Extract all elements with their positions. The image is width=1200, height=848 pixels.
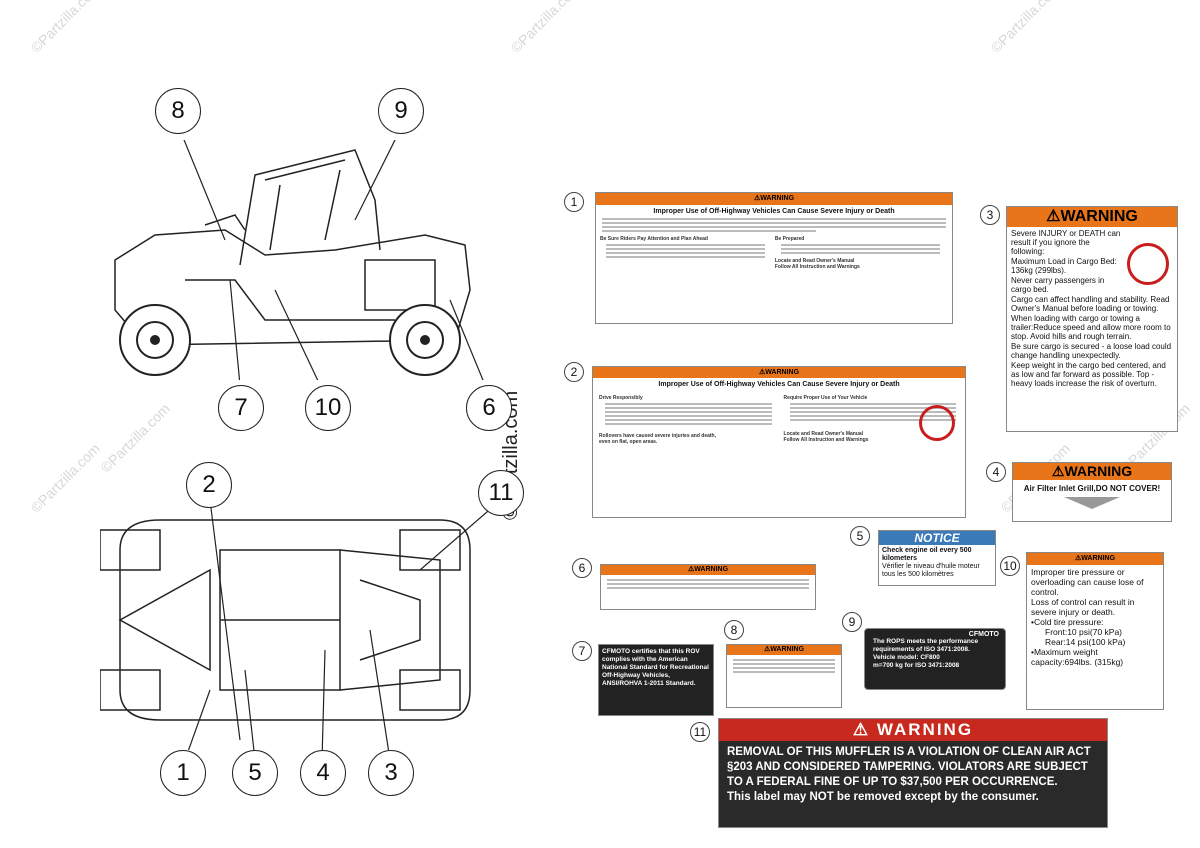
label-heading: Improper Use of Off-Highway Vehicles Can…: [653, 208, 895, 215]
watermark: ©Partzilla.com: [27, 440, 103, 516]
callout-7: 7: [218, 385, 264, 431]
label-1-number: 1: [564, 192, 584, 212]
warning-label-8: ⚠WARNING: [726, 644, 842, 708]
right-heading: Require Proper Use of Your Vehicle: [783, 395, 868, 401]
warning-bar: ⚠WARNING: [727, 645, 841, 655]
footer-2: Follow All Instruction and Warnings: [783, 437, 869, 443]
label-line-2: §203 AND CONSIDERED TAMPERING. VIOLATORS…: [727, 761, 1088, 773]
no-passenger-icon: [919, 405, 955, 441]
label-line-2: Vehicle model: CF800: [873, 654, 940, 661]
label-intro: Severe INJURY or DEATH can result if you…: [1011, 229, 1121, 256]
vehicle-side-view: [114, 140, 484, 380]
callout-5: 5: [232, 750, 278, 796]
label-2-number: 2: [564, 362, 584, 382]
cert-label-7: CFMOTO certifies that this ROV complies …: [598, 644, 714, 716]
label-line-2: Loss of control can result in severe inj…: [1031, 597, 1135, 617]
item-4: When loading with cargo or towing a trai…: [1011, 314, 1171, 341]
warning-label-4: ⚠WARNING Air Filter Inlet Grill,DO NOT C…: [1012, 462, 1172, 522]
warning-label-11: ⚠ WARNING REMOVAL OF THIS MUFFLER IS A V…: [718, 718, 1108, 828]
warning-bar: ⚠WARNING: [596, 193, 952, 205]
no-cargo-passenger-icon: [1127, 243, 1169, 285]
right-heading: Be Prepared: [774, 236, 805, 242]
callout-8: 8: [155, 88, 201, 134]
warning-label-10: ⚠WARNING Improper tire pressure or overl…: [1026, 552, 1164, 710]
item-3: Cargo can affect handling and stability.…: [1011, 295, 1170, 313]
vehicle-top-view: [100, 499, 496, 750]
label-8-number: 8: [724, 620, 744, 640]
label-line-2: Vérifier le niveau d'huile moteur tous l…: [882, 563, 980, 578]
footer-1: Locate and Read Owner's Manual: [774, 258, 855, 264]
callout-10: 10: [305, 385, 351, 431]
arrow-down-icon: [1064, 497, 1120, 509]
callout-6: 6: [466, 385, 512, 431]
label-4-number: 4: [986, 462, 1006, 482]
warning-bar: ⚠WARNING: [593, 367, 965, 378]
label-line-3: m=700 kg for ISO 3471:2008: [873, 662, 960, 669]
item-1: Maximum Load in Cargo Bed: 136kg (299lbs…: [1011, 257, 1117, 275]
watermark: ©Partzilla.com: [97, 400, 173, 476]
watermark: ©Partzilla.com: [507, 0, 583, 56]
label-text: Air Filter Inlet Grill,DO NOT COVER!: [1023, 484, 1161, 493]
warning-triangle-icon: ⚠: [852, 720, 877, 739]
left-heading: Be Sure Riders Pay Attention and Plan Ah…: [600, 236, 708, 242]
label-line-1: REMOVAL OF THIS MUFFLER IS A VIOLATION O…: [727, 746, 1091, 758]
footer-1: Locate and Read Owner's Manual: [783, 431, 864, 437]
label-line-4: Front:10 psi(70 kPa): [1045, 627, 1123, 637]
warning-label-6: ⚠WARNING: [600, 564, 816, 610]
callout-4: 4: [300, 750, 346, 796]
warning-bar: ⚠WARNING: [601, 565, 815, 575]
label-10-number: 10: [1000, 556, 1020, 576]
rollover-text: Rollovers have caused severe injuries an…: [599, 433, 716, 445]
label-line-4: This label may NOT be removed except by …: [727, 791, 1039, 803]
label-6-number: 6: [572, 558, 592, 578]
warning-label-3: ⚠WARNING Severe INJURY or DEATH can resu…: [1006, 206, 1178, 432]
watermark: ©Partzilla.com: [987, 0, 1063, 56]
item-2: Never carry passengers in cargo bed.: [1011, 276, 1105, 294]
notice-bar: NOTICE: [879, 531, 995, 545]
item-6: Keep weight in the cargo bed centered, a…: [1011, 361, 1166, 388]
label-7-number: 7: [572, 641, 592, 661]
warning-label-2: ⚠WARNING Improper Use of Off-Highway Veh…: [592, 366, 966, 518]
left-heading: Drive Responsibly: [599, 395, 643, 401]
warning-bar: ⚠WARNING: [1007, 207, 1177, 227]
warning-label-1: ⚠WARNING Improper Use of Off-Highway Veh…: [595, 192, 953, 324]
label-line-1: Improper tire pressure or overloading ca…: [1031, 567, 1144, 597]
callout-3: 3: [368, 750, 414, 796]
label-line-3: TO A FEDERAL FINE OF UP TO $37,500 PER O…: [727, 776, 1058, 788]
label-line-5: Rear:14 psi(100 kPa): [1045, 637, 1126, 647]
label-11-number: 11: [690, 722, 710, 742]
label-line-1: The ROPS meets the performance requireme…: [873, 638, 979, 653]
label-line-3: •Cold tire pressure:: [1031, 617, 1104, 627]
label-9-number: 9: [842, 612, 862, 632]
notice-label-5: NOTICE Check engine oil every 500 kilome…: [878, 530, 996, 586]
label-line-6: •Maximum weight capacity:694lbs. (315kg): [1031, 647, 1124, 667]
callout-9: 9: [378, 88, 424, 134]
callout-1: 1: [160, 750, 206, 796]
callout-11: 11: [478, 470, 524, 516]
label-5-number: 5: [850, 526, 870, 546]
warning-bar: ⚠WARNING: [1027, 553, 1163, 565]
callout-2: 2: [186, 462, 232, 508]
brand-text: CFMOTO: [968, 631, 999, 638]
item-5: Be sure cargo is secured - a loose load …: [1011, 342, 1172, 360]
label-heading: Improper Use of Off-Highway Vehicles Can…: [658, 381, 900, 388]
label-text: CFMOTO certifies that this ROV complies …: [602, 648, 709, 687]
label-line-1: Check engine oil every 500 kilometers: [882, 547, 972, 562]
rops-label-9: CFMOTO The ROPS meets the performance re…: [864, 628, 1006, 690]
watermark: ©Partzilla.com: [27, 0, 103, 56]
footer-2: Follow All Instruction and Warnings: [774, 264, 860, 270]
warning-title: WARNING: [876, 720, 974, 739]
label-3-number: 3: [980, 205, 1000, 225]
warning-bar: ⚠WARNING: [1013, 463, 1171, 480]
